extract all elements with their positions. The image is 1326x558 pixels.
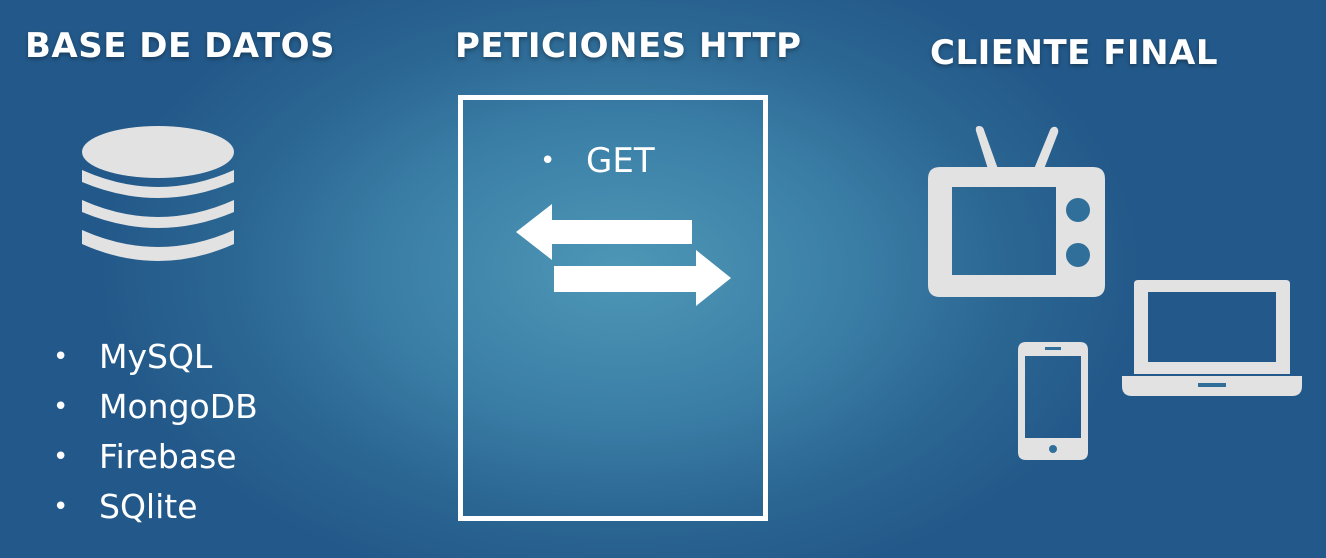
bullet-icon: • — [540, 146, 556, 176]
list-item: • MySQL — [53, 332, 258, 382]
arrows-exchange-icon — [516, 204, 731, 306]
bullet-icon: • — [53, 492, 69, 522]
http-requests-box — [458, 95, 768, 521]
database-icon — [82, 126, 234, 261]
laptop-icon — [1122, 280, 1302, 396]
http-method: GET — [586, 141, 655, 181]
database-name: SQlite — [99, 487, 198, 526]
list-item: • Firebase — [53, 432, 258, 482]
http-requests-heading: PETICIONES HTTP — [455, 26, 802, 66]
bullet-icon: • — [53, 442, 69, 472]
arrow-right-icon — [554, 250, 731, 306]
bullet-icon: • — [53, 392, 69, 422]
list-item: • GET — [540, 136, 655, 186]
smartphone-icon — [1018, 342, 1088, 460]
bullet-icon: • — [53, 342, 69, 372]
list-item: • MongoDB — [53, 382, 258, 432]
final-client-heading: CLIENTE FINAL — [930, 33, 1219, 73]
database-heading: BASE DE DATOS — [25, 26, 336, 66]
database-name: MongoDB — [99, 387, 258, 426]
tv-icon — [928, 126, 1105, 297]
http-methods-list: • GET — [540, 136, 655, 186]
list-item: • SQlite — [53, 482, 258, 532]
arrow-left-icon — [516, 204, 692, 260]
database-list: • MySQL • MongoDB • Firebase • SQlite — [53, 332, 258, 532]
database-name: Firebase — [99, 437, 237, 476]
database-name: MySQL — [99, 337, 213, 376]
